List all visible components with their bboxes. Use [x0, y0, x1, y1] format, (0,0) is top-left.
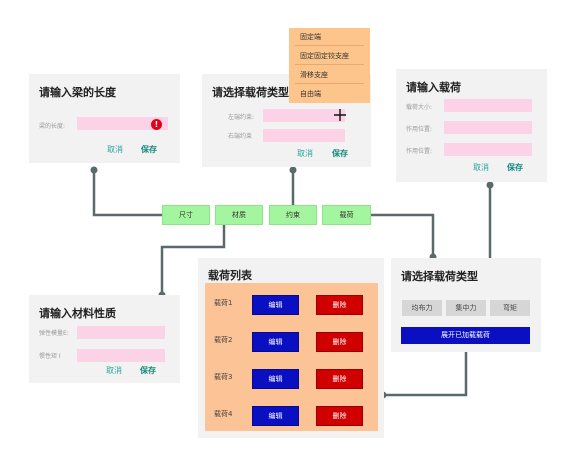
connector-material: [160, 225, 226, 295]
edit-button[interactable]: 编辑: [252, 332, 299, 352]
tab-load[interactable]: 载荷: [322, 205, 371, 225]
tab-size[interactable]: 尺寸: [162, 205, 210, 225]
beam-length-cancel-button[interactable]: 取消: [107, 145, 123, 154]
connector-dot: [90, 166, 98, 174]
dropdown-option-roller[interactable]: 滑移支座: [300, 71, 328, 79]
constraint-title: 请选择载荷类型: [212, 86, 289, 99]
load-row-label: 载荷4: [214, 410, 233, 418]
connector-dot: [486, 181, 494, 189]
left-constraint-label: 左端约束:: [228, 114, 255, 121]
tab-constraint[interactable]: 约束: [269, 205, 317, 225]
right-constraint-label: 右端约束: [228, 133, 253, 140]
dropdown-divider: [295, 64, 364, 65]
elastic-modulus-label: 弹性模量E:: [39, 330, 69, 337]
material-save-button[interactable]: 保存: [140, 366, 156, 375]
load-input-cancel-button[interactable]: 取消: [473, 163, 489, 172]
elastic-modulus-input[interactable]: [77, 326, 165, 339]
constraint-save-button[interactable]: 保存: [332, 149, 348, 158]
error-icon: !: [151, 119, 162, 130]
show-added-loads-button[interactable]: 展开已加载载荷: [401, 327, 530, 344]
beam-length-save-button[interactable]: 保存: [141, 145, 157, 154]
load-magnitude-label: 载荷大小:: [406, 104, 433, 111]
connector-load-type: [371, 213, 435, 257]
dropdown-option-free[interactable]: 自由端: [300, 90, 321, 98]
constraint-cancel-button[interactable]: 取消: [297, 149, 313, 158]
dropdown-divider: [295, 83, 364, 84]
load-row-label: 载荷2: [214, 336, 233, 344]
edit-button[interactable]: 编辑: [252, 406, 299, 426]
load-type-title: 请选择载荷类型: [401, 270, 478, 283]
dropdown-option-fixed-pin[interactable]: 固定固定铰支座: [300, 52, 349, 60]
right-constraint-select[interactable]: [263, 129, 345, 142]
load-input-panel: 请输入载荷 载荷大小: 作用位置: 作用位置: 取消 保存: [396, 69, 547, 182]
material-title: 请输入材料性质: [39, 307, 116, 320]
edit-button[interactable]: 编辑: [252, 295, 299, 315]
tab-material[interactable]: 材质: [215, 205, 263, 225]
constraint-panel: 请选择载荷类型 左端约束: 右端约束 取消 保存: [202, 74, 371, 167]
load-row-label: 载荷1: [214, 299, 233, 307]
beam-length-input[interactable]: [77, 117, 168, 130]
load-position-label: 作用位置:: [406, 126, 433, 133]
delete-button[interactable]: 删除: [316, 332, 363, 352]
load-input-title: 请输入载荷: [406, 81, 461, 94]
support-type-dropdown: 固定端 固定固定铰支座 滑移支座 自由端: [289, 28, 370, 103]
distributed-load-button[interactable]: 均布力: [402, 300, 442, 316]
delete-button[interactable]: 删除: [316, 369, 363, 389]
dropdown-divider: [295, 45, 364, 46]
moment-button[interactable]: 弯矩: [490, 300, 530, 316]
load-input-save-button[interactable]: 保存: [507, 163, 523, 172]
left-constraint-select[interactable]: [263, 109, 345, 122]
connector-beam-length: [92, 170, 162, 217]
load-position-label-2: 作用位置:: [406, 148, 433, 155]
load-row-label: 载荷3: [214, 373, 233, 381]
load-list-title: 载荷列表: [208, 269, 252, 282]
load-magnitude-input[interactable]: [444, 99, 532, 112]
beam-length-label: 梁的长度:: [39, 123, 66, 130]
material-cancel-button[interactable]: 取消: [106, 366, 122, 375]
connector-dot: [289, 166, 297, 174]
beam-length-panel: 请输入梁的长度 梁的长度: ! 取消 保存: [29, 74, 180, 163]
load-position-input-2[interactable]: [444, 143, 532, 156]
beam-length-title: 请输入梁的长度: [39, 86, 116, 99]
material-panel: 请输入材料性质 弹性模量E: 惯性矩 I 取消 保存: [29, 295, 180, 383]
connector-load-list: [383, 347, 468, 397]
load-list: 载荷1 编辑 删除 载荷2 编辑 删除 载荷3 编辑 删除 载荷4 编辑 删除: [205, 283, 378, 431]
delete-button[interactable]: 删除: [316, 406, 363, 426]
point-load-button[interactable]: 集中力: [446, 300, 486, 316]
inertia-label: 惯性矩 I: [39, 353, 61, 360]
crosshair-cursor-icon: [334, 109, 346, 121]
load-position-input[interactable]: [444, 121, 532, 134]
delete-button[interactable]: 删除: [316, 295, 363, 315]
edit-button[interactable]: 编辑: [252, 369, 299, 389]
dropdown-option-fixed[interactable]: 固定端: [300, 33, 321, 41]
inertia-input[interactable]: [77, 349, 165, 362]
